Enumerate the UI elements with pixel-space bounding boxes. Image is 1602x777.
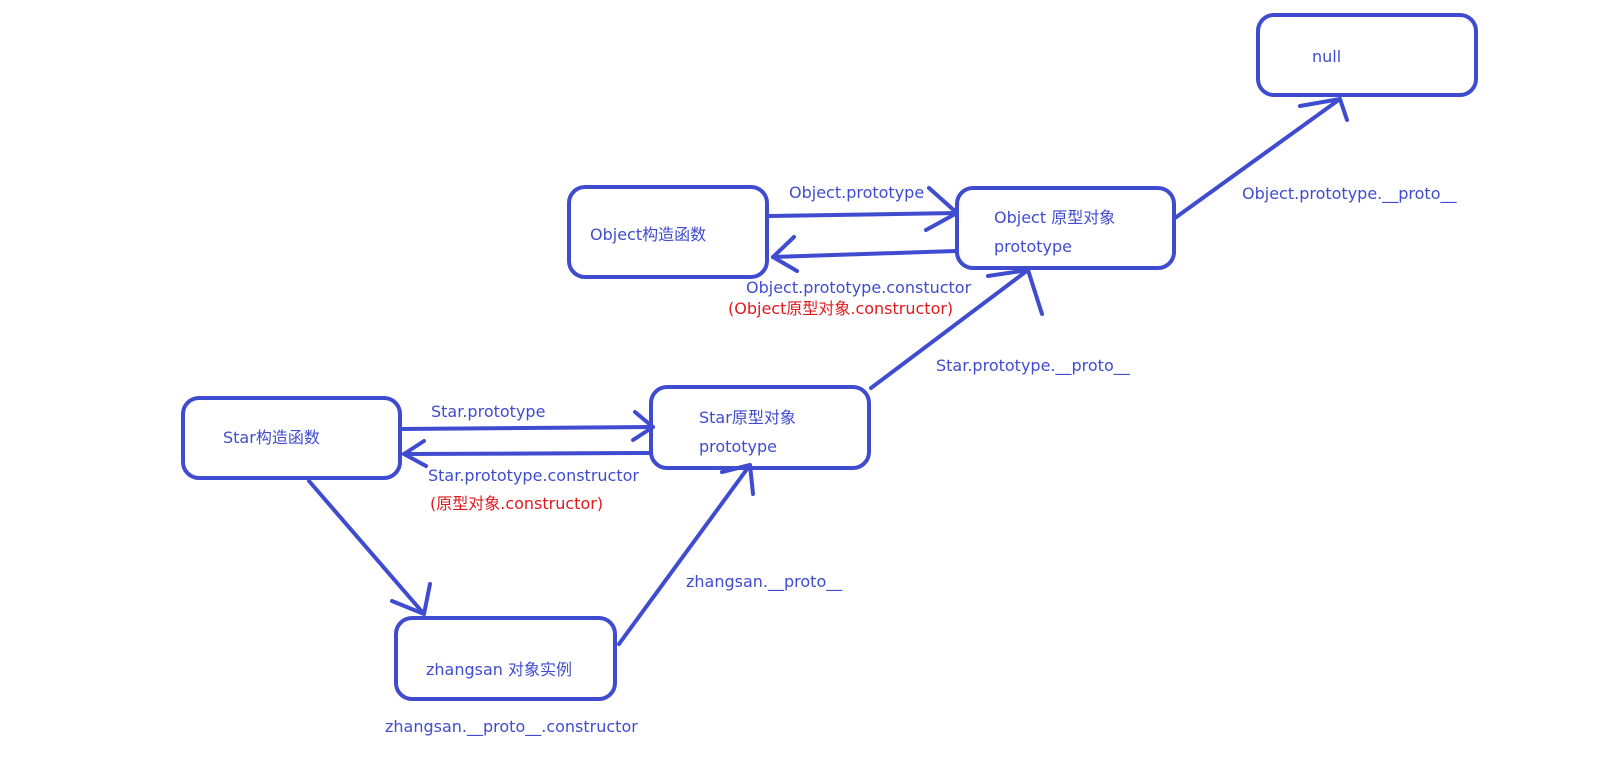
node-object-prototype-label-1: Object 原型对象 xyxy=(994,208,1116,227)
node-star-prototype-label-2: prototype xyxy=(699,437,777,456)
arrow-zhangsan-to-star-proto xyxy=(617,463,755,646)
arrow-star-ctor-to-star-proto xyxy=(399,410,655,442)
node-object-prototype: Object 原型对象 prototype xyxy=(955,186,1176,270)
edge-label-object-prototype-constructor-note: (Object原型对象.constructor) xyxy=(728,299,954,318)
node-star-prototype-label-1: Star原型对象 xyxy=(699,408,796,427)
arrow-object-proto-to-object-ctor xyxy=(771,235,958,273)
edge-label-star-prototype: Star.prototype xyxy=(431,402,546,421)
node-star-prototype: Star原型对象 prototype xyxy=(649,385,871,470)
edge-label-object-prototype-proto: Object.prototype.__proto__ xyxy=(1242,184,1457,203)
edge-label-object-prototype: Object.prototype xyxy=(789,183,925,202)
node-zhangsan-instance-label: zhangsan 对象实例 xyxy=(426,660,573,679)
node-null: null xyxy=(1256,13,1478,97)
edge-label-star-prototype-proto: Star.prototype.__proto__ xyxy=(936,356,1130,375)
arrow-star-proto-to-object-proto xyxy=(869,268,1044,390)
edge-label-star-prototype-constructor-note: (原型对象.constructor) xyxy=(430,494,604,513)
edge-label-zhangsan-proto: zhangsan.__proto__ xyxy=(686,572,843,591)
node-object-constructor: Object构造函数 xyxy=(567,185,769,279)
node-star-constructor-label: Star构造函数 xyxy=(223,428,320,447)
edge-label-zhangsan-proto-constructor: zhangsan.__proto__.constructor xyxy=(385,717,638,736)
arrow-object-proto-to-null xyxy=(1173,97,1349,220)
arrow-star-ctor-to-zhangsan xyxy=(307,479,432,616)
node-star-constructor: Star构造函数 xyxy=(181,396,402,480)
node-object-prototype-label-2: prototype xyxy=(994,237,1072,256)
node-zhangsan-instance: zhangsan 对象实例 xyxy=(394,616,617,701)
node-object-constructor-label: Object构造函数 xyxy=(590,225,707,244)
node-null-label: null xyxy=(1312,47,1342,66)
arrow-star-proto-to-star-ctor xyxy=(402,439,651,468)
edge-label-object-prototype-constructor: Object.prototype.constuctor xyxy=(746,278,972,297)
edge-label-star-prototype-constructor: Star.prototype.constructor xyxy=(428,466,639,485)
